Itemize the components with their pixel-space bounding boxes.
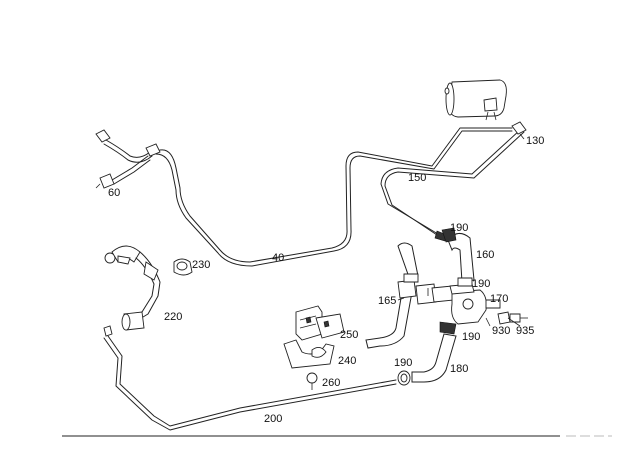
part-160-hose <box>441 227 475 283</box>
callout-170: 170 <box>490 293 508 305</box>
callout-160: 160 <box>476 249 494 261</box>
part-130-canister <box>444 79 507 121</box>
part-180-hose <box>411 321 457 383</box>
part-60-connector <box>95 129 161 189</box>
part-260-screw <box>306 372 318 390</box>
part-240-holder <box>283 339 335 369</box>
part-250-bracket <box>295 305 345 341</box>
part-170-valve <box>415 283 501 325</box>
callout-935: 935 <box>516 325 534 337</box>
callout-220: 220 <box>164 311 182 323</box>
callout-165: 165 <box>378 295 396 307</box>
part-230-grommet <box>173 258 193 276</box>
callout-230: 230 <box>192 259 210 271</box>
part-220-line <box>104 245 161 331</box>
callout-260: 260 <box>322 377 340 389</box>
part-190-clamps <box>397 273 473 386</box>
part-200-line <box>103 325 397 431</box>
callout-190-bottom: 190 <box>394 357 412 369</box>
callout-190-top: 190 <box>450 222 468 234</box>
part-40-line <box>155 127 513 267</box>
callout-930: 930 <box>492 325 510 337</box>
callout-190-right: 190 <box>472 278 490 290</box>
callout-130: 130 <box>526 135 544 147</box>
callout-240: 240 <box>338 355 356 367</box>
part-930-935-connector <box>497 311 528 325</box>
part-150-line <box>380 121 527 242</box>
part-165-hose <box>365 242 419 349</box>
callout-40: 40 <box>272 252 284 264</box>
callout-60: 60 <box>108 187 120 199</box>
callout-150: 150 <box>408 172 426 184</box>
callout-250: 250 <box>340 329 358 341</box>
callout-180: 180 <box>450 363 468 375</box>
callout-190-lower: 190 <box>462 331 480 343</box>
leader-lines <box>397 133 525 327</box>
callout-200: 200 <box>264 413 282 425</box>
